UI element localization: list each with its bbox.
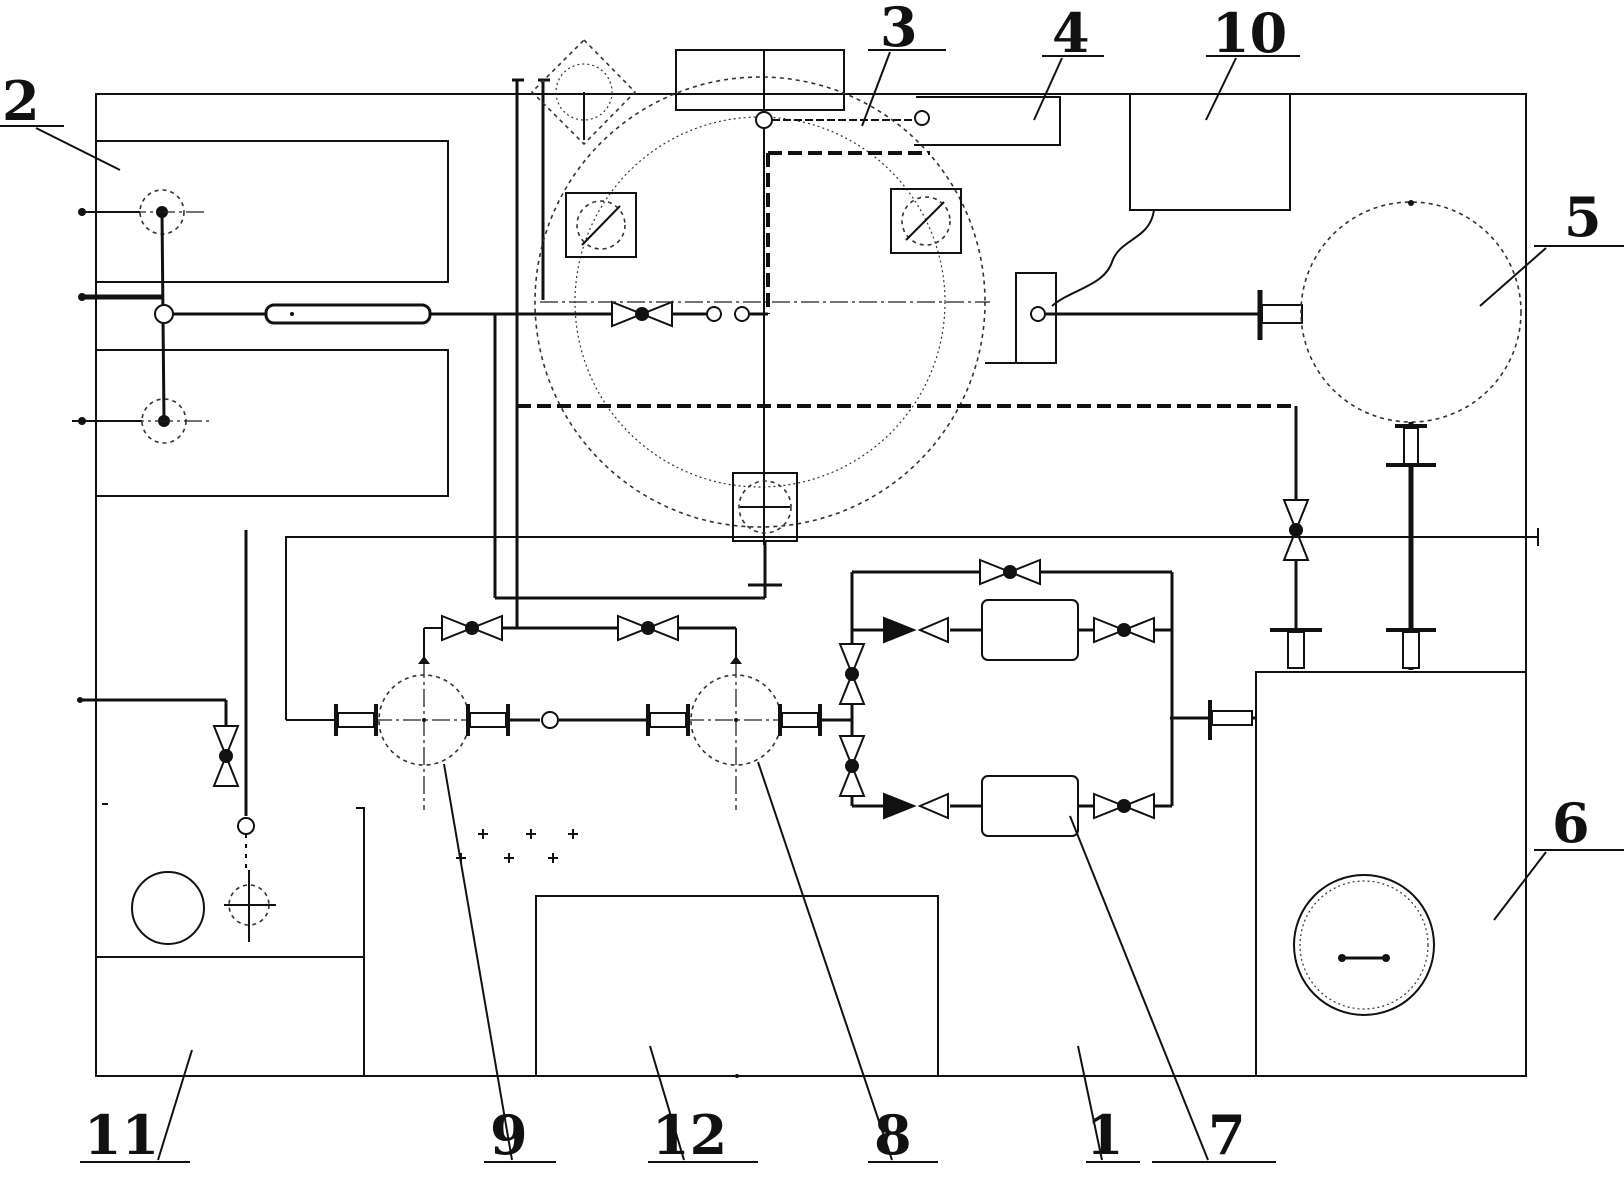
leader-lines bbox=[0, 49, 1624, 1163]
riser-pipes bbox=[493, 78, 782, 600]
label-2: 2 bbox=[2, 69, 40, 133]
label-8: 8 bbox=[874, 1103, 912, 1167]
frame-outline bbox=[95, 93, 1527, 1077]
filter-bank bbox=[839, 559, 1196, 837]
vessel-connection bbox=[985, 272, 1303, 364]
label-7: 7 bbox=[1208, 1103, 1246, 1167]
pump-b bbox=[646, 628, 822, 810]
label-3: 3 bbox=[880, 0, 918, 59]
label-10: 10 bbox=[1212, 1, 1287, 65]
label-9: 9 bbox=[490, 1103, 528, 1167]
pump-connection bbox=[508, 711, 852, 729]
middle-line bbox=[285, 528, 1539, 720]
return-line bbox=[1270, 406, 1322, 669]
label-4: 4 bbox=[1052, 1, 1090, 65]
storage-tank bbox=[1170, 671, 1526, 1076]
electric-cabinet bbox=[1051, 94, 1291, 307]
main-tank bbox=[517, 38, 1296, 545]
heater-groups bbox=[72, 140, 449, 497]
pump-manifold bbox=[424, 580, 736, 641]
auxiliary-box bbox=[77, 530, 365, 1076]
part-labels: 2 3 4 10 5 6 7 1 8 12 9 11 bbox=[2, 0, 1602, 1167]
label-12: 12 bbox=[652, 1103, 727, 1167]
pump-a bbox=[286, 628, 510, 810]
main-pipe bbox=[173, 301, 768, 327]
label-6: 6 bbox=[1552, 791, 1590, 855]
power-unit bbox=[456, 829, 939, 1078]
label-1: 1 bbox=[1086, 1103, 1124, 1167]
label-5: 5 bbox=[1564, 185, 1602, 249]
mounting-marks bbox=[456, 829, 578, 863]
label-11: 11 bbox=[84, 1103, 159, 1167]
control-box bbox=[914, 96, 1061, 146]
pressure-vessel bbox=[1300, 200, 1522, 670]
